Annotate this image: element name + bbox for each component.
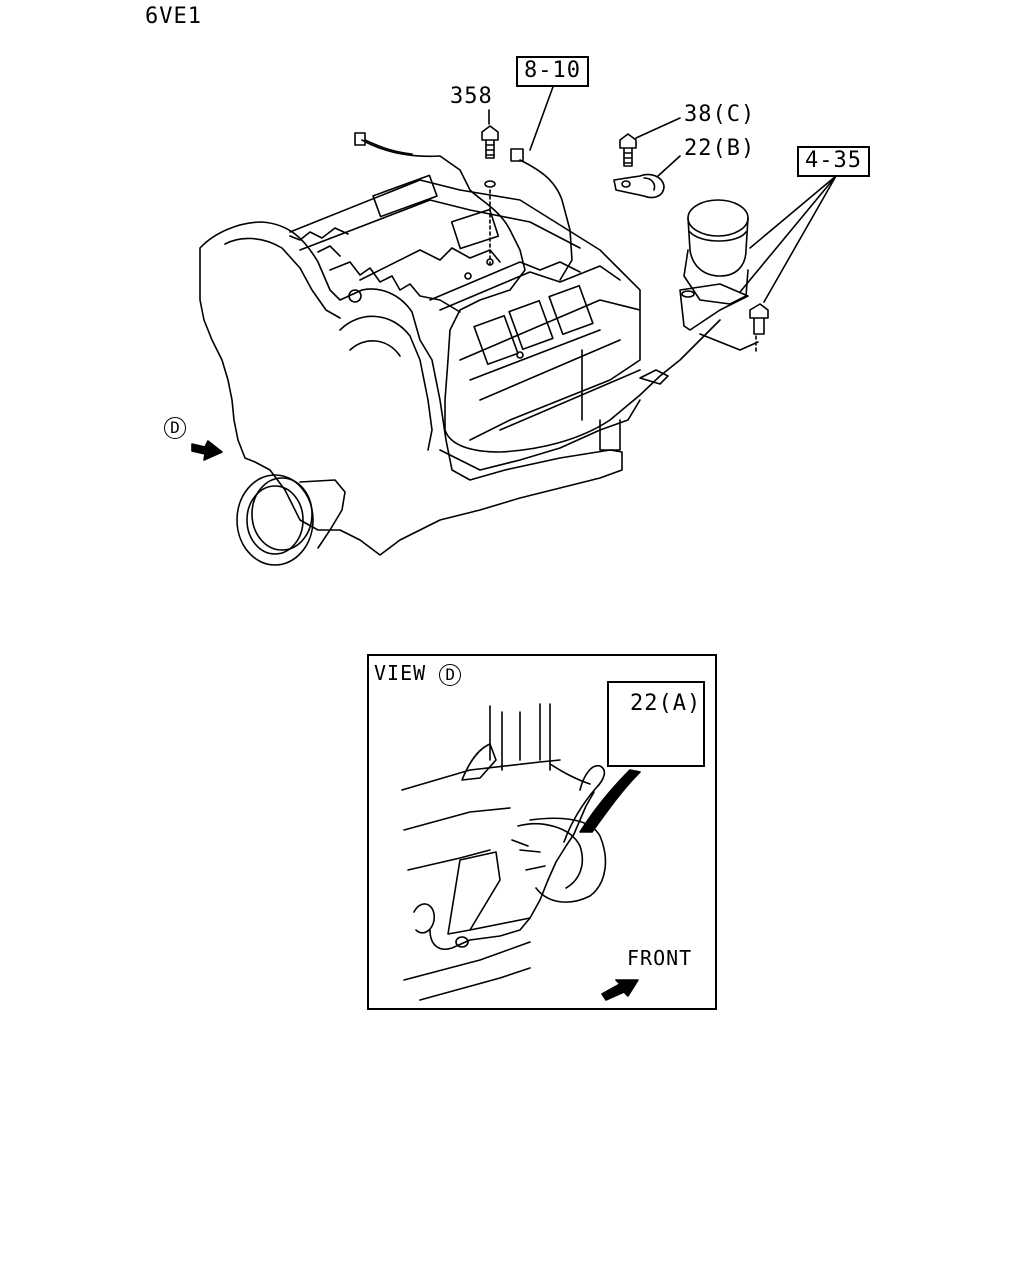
- detail-view-drawing: [401, 703, 641, 1001]
- engine-assembly: [199, 139, 721, 566]
- detail-view-letter: D: [439, 663, 462, 686]
- crank-pulley: [236, 474, 314, 566]
- front-arrow: [601, 979, 639, 1001]
- detail-view-box: [367, 654, 717, 1010]
- callout-22a[interactable]: 22(A): [630, 691, 702, 716]
- view-d-arrow: [191, 440, 223, 461]
- view-d-marker: D: [164, 417, 186, 439]
- model-code: 6VE1: [145, 4, 202, 29]
- detail-view-title: VIEW D: [374, 661, 462, 686]
- callout-38c[interactable]: 38(C): [684, 102, 756, 127]
- sensor-connector-left: [354, 132, 366, 146]
- part-inset-box: [607, 681, 705, 767]
- callout-22b[interactable]: 22(B): [684, 136, 756, 161]
- clip-22b: [613, 173, 665, 199]
- sensor-mount-4-35: [639, 199, 769, 385]
- bolt-38c: [619, 133, 637, 167]
- bolt-358: [481, 125, 499, 269]
- view-d-letter: D: [164, 417, 186, 439]
- callout-358[interactable]: 358: [450, 84, 493, 109]
- callout-4-35[interactable]: 4-35: [797, 146, 870, 177]
- detail-view-prefix: VIEW: [374, 661, 427, 685]
- sensor-connector-right: [510, 148, 524, 162]
- front-label: FRONT: [627, 946, 693, 970]
- intake-manifold: [289, 179, 641, 311]
- callout-8-10[interactable]: 8-10: [516, 56, 589, 87]
